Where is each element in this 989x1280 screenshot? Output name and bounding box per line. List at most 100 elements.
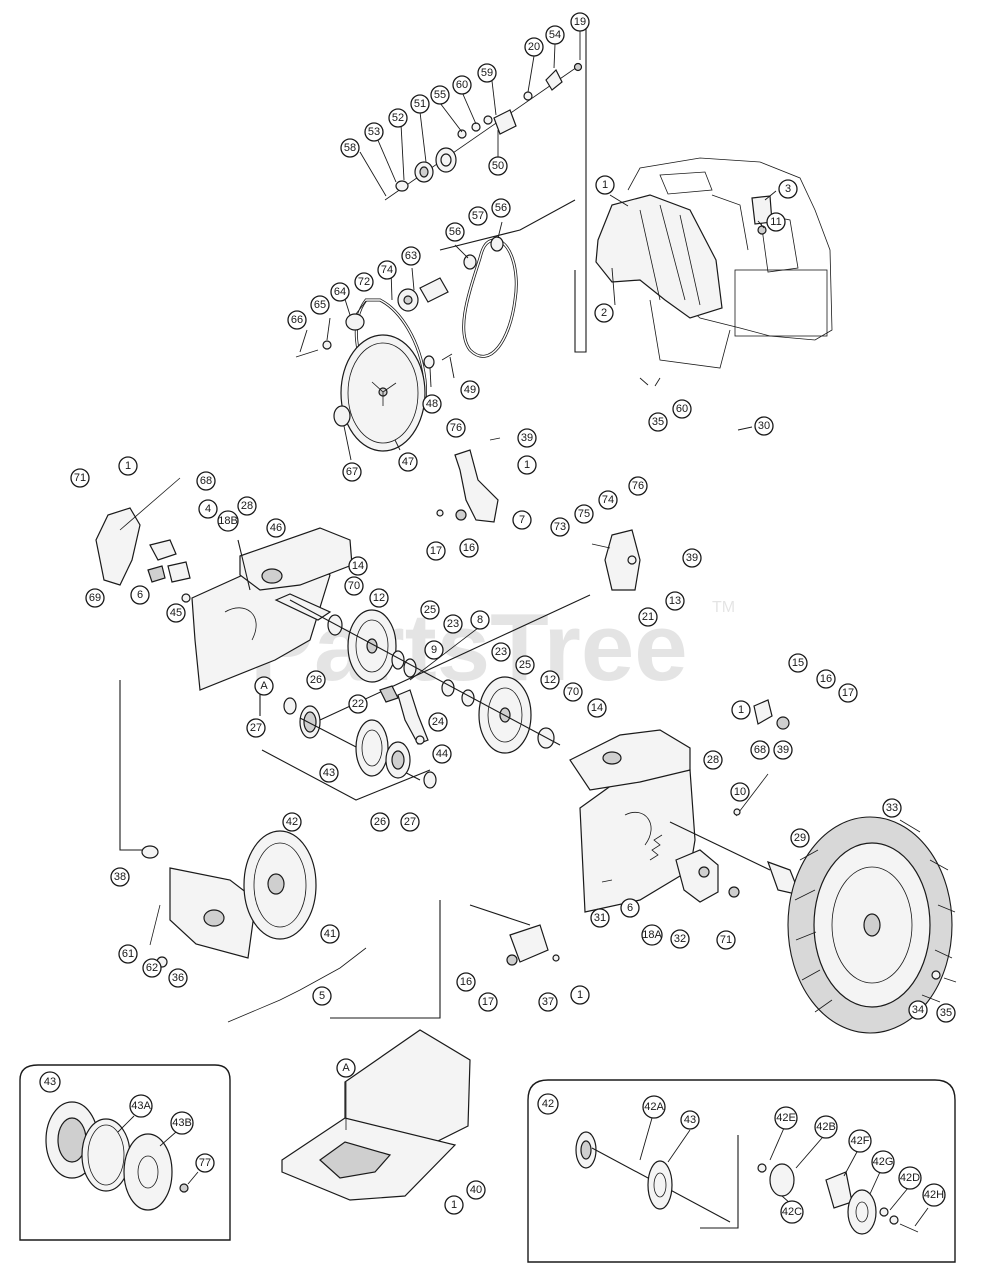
svg-text:25: 25 [519,659,531,671]
svg-text:18A: 18A [642,929,662,941]
svg-text:70: 70 [348,580,360,592]
svg-text:1: 1 [524,459,530,471]
svg-text:42D: 42D [900,1172,920,1184]
svg-text:1: 1 [738,704,744,716]
svg-text:68: 68 [754,744,766,756]
svg-text:61: 61 [122,948,134,960]
callout-A-a: A [254,676,274,696]
svg-text:20: 20 [528,41,540,53]
svg-text:56: 56 [495,202,507,214]
idler-pulley-stack [384,62,583,201]
svg-text:21: 21 [642,611,654,623]
svg-text:33: 33 [886,802,898,814]
callout-55: 55 [430,85,450,105]
callout-65: 65 [310,295,330,315]
svg-text:1: 1 [602,179,608,191]
callout-56b: 56 [445,222,465,242]
belt-cover [595,194,723,319]
svg-text:22: 22 [352,698,364,710]
callout-1d: 1 [731,700,751,720]
inset-42-callout-42C: 42C [780,1200,804,1224]
svg-text:15: 15 [792,657,804,669]
svg-text:75: 75 [578,508,590,520]
svg-text:23: 23 [447,618,459,630]
svg-text:51: 51 [414,98,426,110]
svg-text:45: 45 [170,607,182,619]
svg-text:A: A [342,1062,350,1074]
svg-text:42G: 42G [873,1156,894,1168]
watermark-trademark: TM [712,599,735,616]
inset-42-callout-42F: 42F [848,1129,872,1153]
callout-40: 40 [466,1180,486,1200]
svg-text:8: 8 [477,614,483,626]
callout-8: 8 [470,610,490,630]
callout-12a: 12 [369,588,389,608]
svg-text:74: 74 [602,494,614,506]
svg-text:9: 9 [431,644,437,656]
svg-text:42H: 42H [924,1189,944,1201]
callout-54: 54 [545,25,565,45]
svg-text:46: 46 [270,522,282,534]
svg-text:60: 60 [676,403,688,415]
svg-text:71: 71 [74,472,86,484]
callout-33: 33 [882,798,902,818]
svg-text:28: 28 [241,500,253,512]
svg-text:65: 65 [314,299,326,311]
callout-71a: 71 [70,468,90,488]
callout-43: 43 [319,763,339,783]
callout-26a: 26 [306,670,326,690]
callout-39b: 39 [773,740,793,760]
svg-text:67: 67 [346,466,358,478]
svg-text:27: 27 [250,722,262,734]
callout-62: 62 [142,958,162,978]
svg-text:7: 7 [519,514,525,526]
callout-53: 53 [364,122,384,142]
callout-35a: 35 [648,412,668,432]
pivot-bracket [436,437,501,523]
svg-text:58: 58 [344,142,356,154]
svg-text:68: 68 [200,475,212,487]
svg-text:35: 35 [940,1007,952,1019]
callout-19: 19 [570,12,590,32]
drive-belts [295,236,518,452]
inset-42-callout-42A: 42A [642,1095,666,1119]
svg-text:43: 43 [684,1114,696,1126]
svg-text:57: 57 [472,210,484,222]
frame-line-belt [439,199,576,251]
callout-47: 47 [398,452,418,472]
callout-48: 48 [422,394,442,414]
svg-text:42E: 42E [776,1112,796,1124]
svg-text:42B: 42B [816,1121,836,1133]
svg-text:42A: 42A [644,1101,664,1113]
right-side-plate [579,769,696,913]
callout-70a: 70 [344,576,364,596]
callout-18a: 18A [641,924,663,946]
callout-27a: 27 [246,718,266,738]
svg-text:42: 42 [286,816,298,828]
callout-69: 69 [85,588,105,608]
callout-57: 57 [468,206,488,226]
callout-68a: 68 [196,471,216,491]
callout-46: 46 [266,518,286,538]
callout-30: 30 [754,416,774,436]
callout-56a: 56 [491,198,511,218]
svg-text:59: 59 [481,67,493,79]
svg-text:11: 11 [770,216,781,228]
callout-45: 45 [166,603,186,623]
svg-text:14: 14 [591,702,603,714]
callout-14a: 14 [348,556,368,576]
svg-text:26: 26 [310,674,322,686]
callout-17b: 17 [838,683,858,703]
callout-1b: 1 [517,455,537,475]
callout-1f: 1 [444,1195,464,1215]
callout-52: 52 [388,108,408,128]
svg-text:17: 17 [842,687,854,699]
svg-text:29: 29 [794,832,806,844]
callout-26b: 26 [370,812,390,832]
svg-text:70: 70 [567,686,579,698]
svg-text:43: 43 [44,1076,56,1088]
callout-42: 42 [282,812,302,832]
svg-text:14: 14 [352,560,364,572]
svg-text:77: 77 [199,1157,211,1169]
